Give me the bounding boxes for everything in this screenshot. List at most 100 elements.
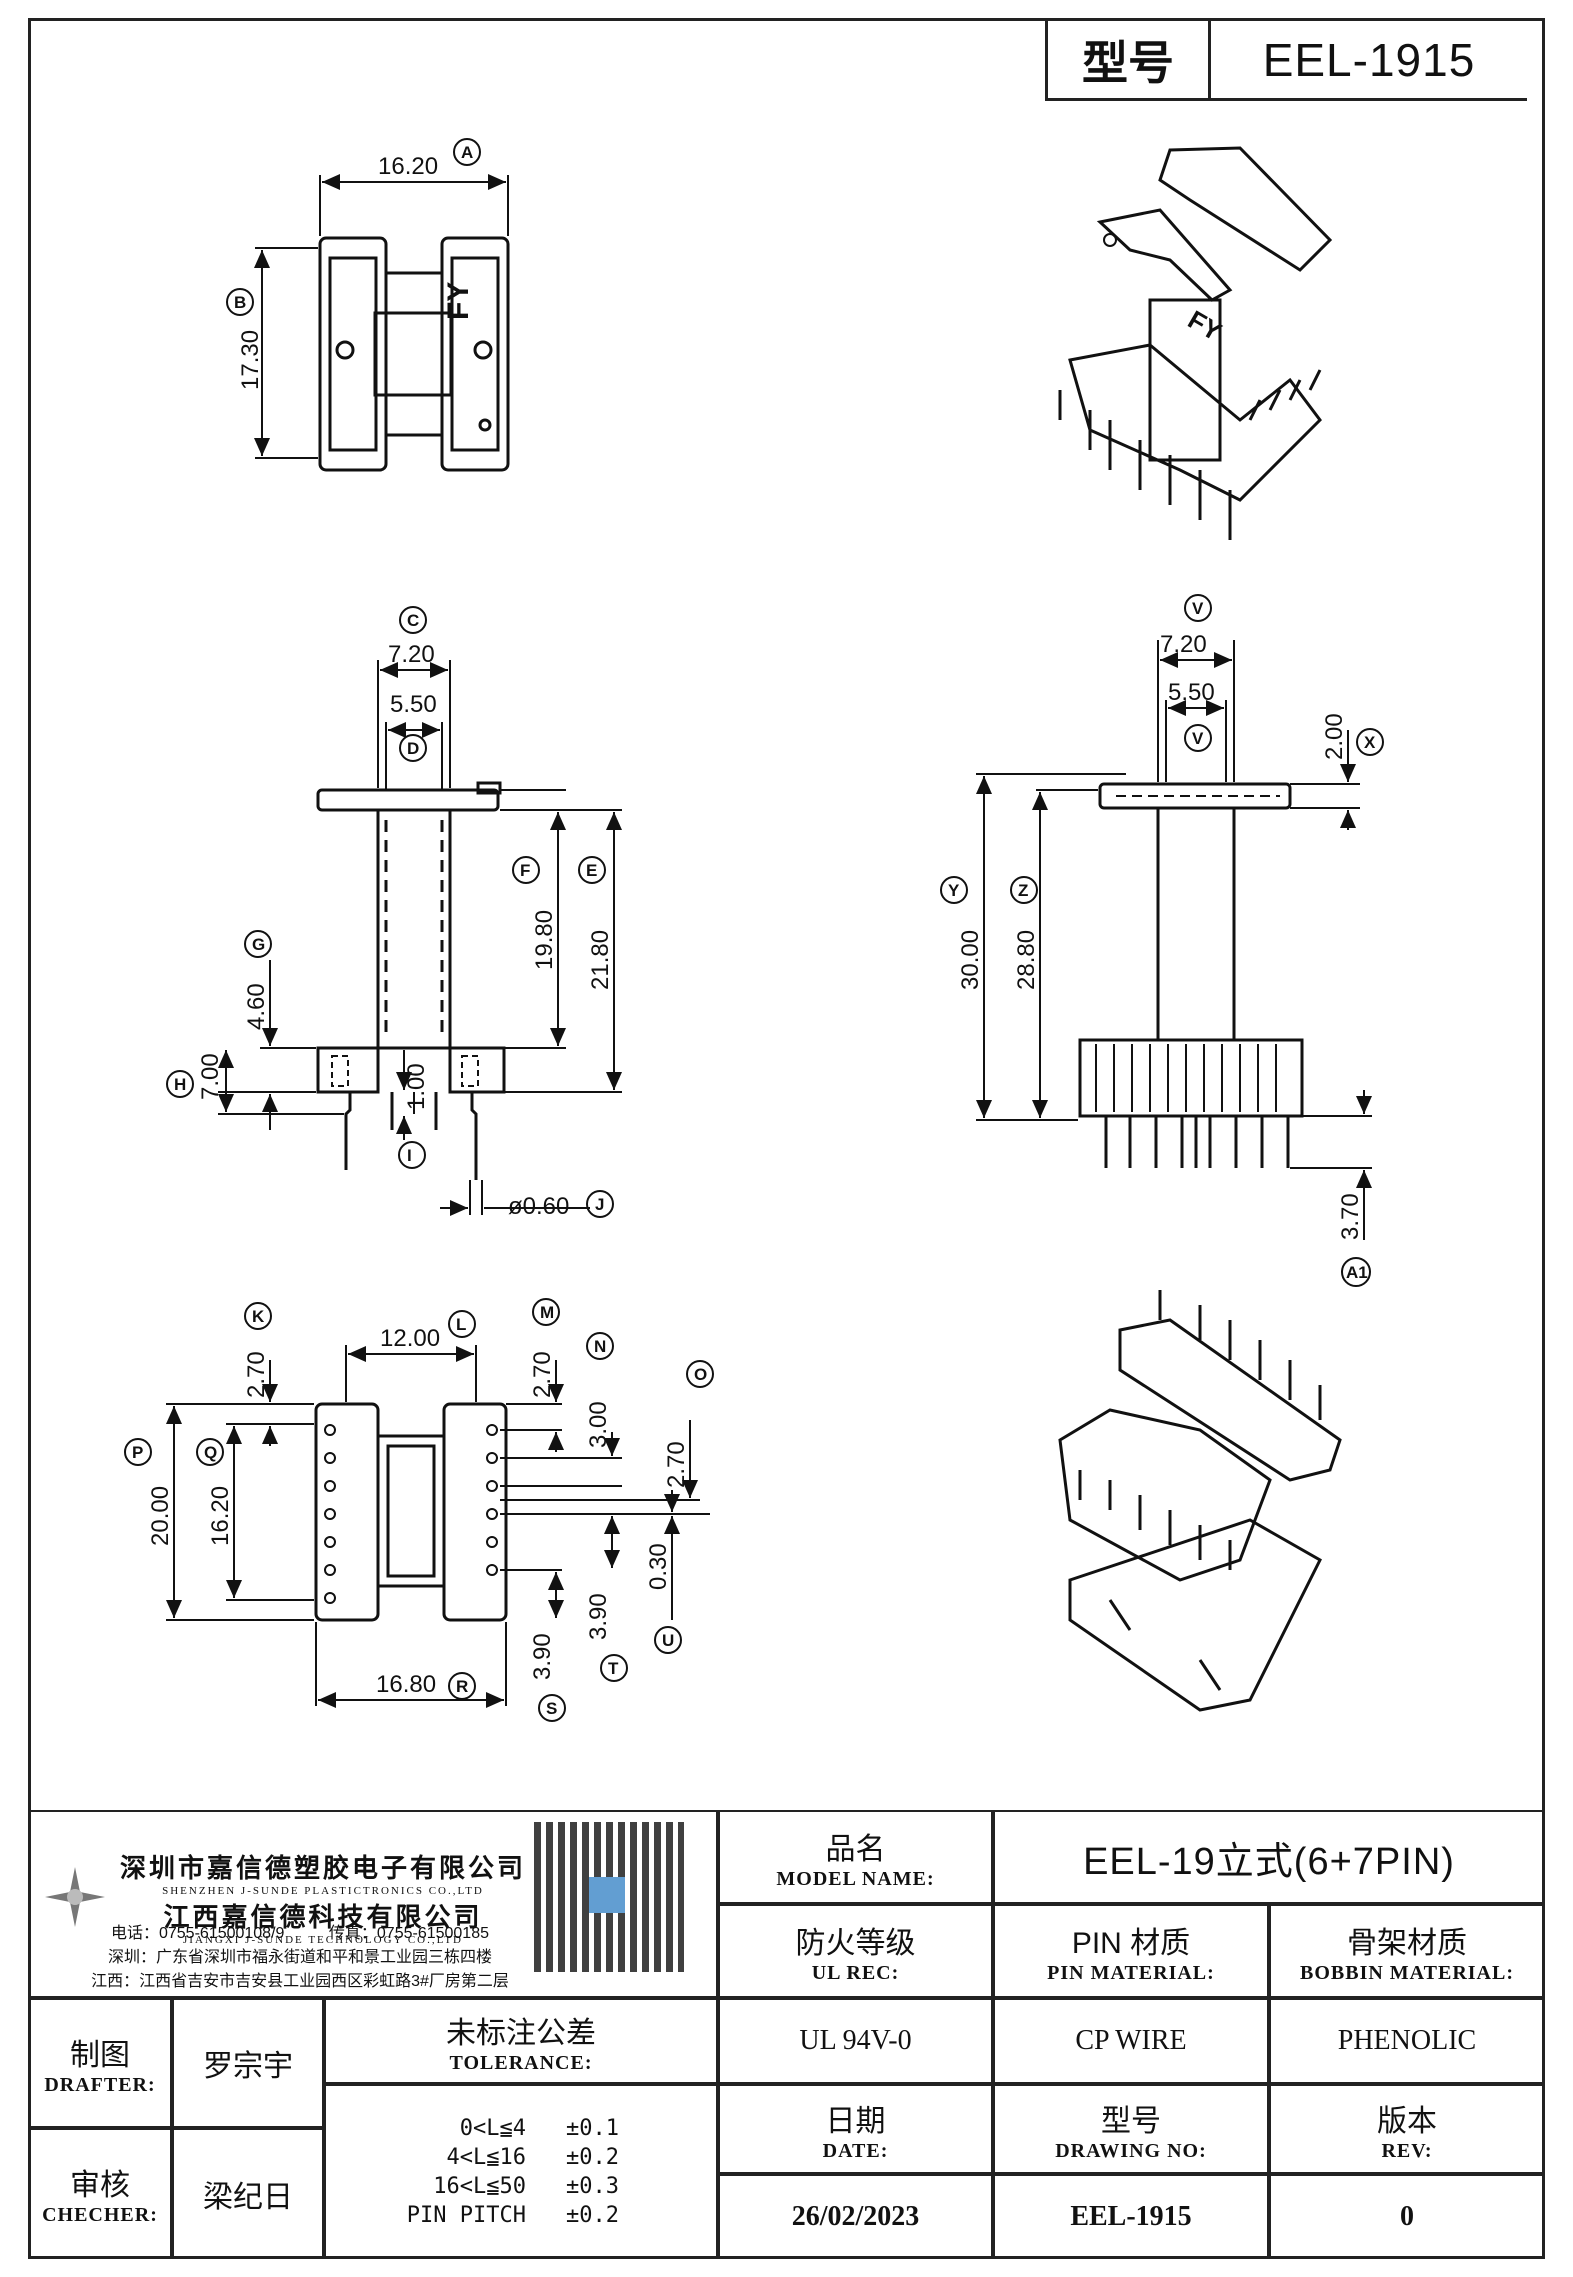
company-block: 深圳市嘉信德塑胶电子有限公司 SHENZHEN J-SUNDE PLASTICT… <box>28 1810 718 1998</box>
dim-V2: 5.50 <box>1168 679 1215 706</box>
dim-T: 3.90 <box>585 1593 612 1640</box>
dim-C: 7.20 <box>388 641 435 668</box>
dim-Y: 30.00 <box>957 930 984 990</box>
header-value: EEL-1915 <box>1262 33 1476 86</box>
dim-R: 16.80 <box>376 1671 436 1698</box>
bubble-Y: Y <box>948 881 960 900</box>
bubble-A: A <box>461 143 473 162</box>
side-view: 7.20 5.50 V V 30.00 28.80 Y Z 2.00 X 3.7… <box>940 594 1384 1287</box>
dim-A1: 3.70 <box>1337 1193 1364 1240</box>
bubble-I: I <box>407 1146 412 1165</box>
company-logo <box>40 1862 110 1932</box>
bubble-C: C <box>407 611 419 630</box>
dim-P: 20.00 <box>147 1486 174 1546</box>
dim-H: 7.00 <box>197 1053 224 1100</box>
tolerance-range: 4<L≦16 <box>446 2144 526 2170</box>
bubble-T: T <box>608 1659 619 1678</box>
bubble-H: H <box>174 1075 186 1094</box>
tolerance-range: 16<L≦50 <box>433 2173 526 2199</box>
tolerance-value: ±0.1 <box>566 2115 619 2141</box>
dim-S: 3.90 <box>529 1633 556 1680</box>
pin-material-value: CP WIRE <box>993 1998 1269 2084</box>
dim-L: 12.00 <box>380 1325 440 1352</box>
isometric-view-exploded <box>1058 1290 1342 1712</box>
bubble-E: E <box>586 861 597 880</box>
dim-V1: 7.20 <box>1160 631 1207 658</box>
dim-N: 3.00 <box>585 1401 612 1448</box>
bubble-V1: V <box>1192 599 1204 618</box>
tolerance-table: 0<L≦4±0.1 4<L≦16±0.2 16<L≦50±0.3 PIN PIT… <box>324 2084 718 2259</box>
bubble-B: B <box>234 293 246 312</box>
tolerance-value: ±0.2 <box>566 2202 619 2228</box>
dim-E: 21.80 <box>587 930 614 990</box>
company-name-en-2: JIANGXI J-SUNDE TECHNOLOGY CO.,LTD <box>183 1934 463 1946</box>
header-title-box: 型号 EEL-1915 <box>1045 21 1527 101</box>
bubble-U: U <box>662 1631 674 1650</box>
isometric-view-assembled: FY <box>1058 146 1333 540</box>
bubble-N: N <box>594 1337 606 1356</box>
dim-G: 4.60 <box>243 983 270 1030</box>
dim-D: 5.50 <box>390 691 437 718</box>
tolerance-value: ±0.3 <box>566 2173 619 2199</box>
bubble-K: K <box>252 1307 265 1326</box>
dim-A: 16.20 <box>378 153 438 180</box>
company-name-zh-2: 江西嘉信德科技有限公司 <box>163 1902 483 1932</box>
model-name-value: EEL-19立式(6+7PIN) <box>993 1810 1545 1904</box>
company-address-sz: 深圳：广东省深圳市福永街道和平和景工业园三栋四楼 <box>107 1949 492 1966</box>
rev-value: 0 <box>1269 2174 1545 2259</box>
bubble-L: L <box>456 1315 466 1334</box>
dim-O: 2.70 <box>663 1441 690 1488</box>
dim-U: 0.30 <box>645 1543 672 1590</box>
bubble-R: R <box>456 1677 468 1696</box>
bottom-view: 12.00 L 16.80 R 20.00 P 16.20 Q 2.70 K 2… <box>124 1298 714 1722</box>
bubble-O: O <box>694 1365 707 1384</box>
company-address-jx: 江西：江西省吉安市吉安县工业园西区彩虹路3#厂房第二层 <box>91 1973 509 1990</box>
top-view: FY 16.20 17.30 A B <box>226 138 510 472</box>
dim-I: 1.00 <box>403 1063 430 1110</box>
dim-Q: 16.20 <box>207 1486 234 1546</box>
tolerance-range: 0<L≦4 <box>459 2115 526 2141</box>
bubble-S: S <box>546 1699 557 1718</box>
bubble-F: F <box>520 861 530 880</box>
company-name-zh-1: 深圳市嘉信德塑胶电子有限公司 <box>120 1853 527 1883</box>
bubble-G: G <box>252 935 265 954</box>
dim-M: 2.70 <box>529 1351 556 1398</box>
company-name-en-1: SHENZHEN J-SUNDE PLASTICTRONICS CO.,LTD <box>162 1885 484 1897</box>
dim-F: 19.80 <box>531 910 558 970</box>
technical-drawing: FY 16.20 17.30 A B 7.20 5.50 <box>124 138 1384 1722</box>
qr-code-icon <box>534 1822 685 1972</box>
tolerance-value: ±0.2 <box>566 2144 619 2170</box>
bubble-X: X <box>1364 733 1376 752</box>
bubble-P: P <box>132 1443 143 1462</box>
checker-name: 梁纪日 <box>172 2128 324 2259</box>
drafter-name: 罗宗宇 <box>172 1998 324 2128</box>
company-fax: 传真：0755-61500185 <box>328 1925 490 1942</box>
bubble-Z: Z <box>1018 881 1028 900</box>
bubble-M: M <box>540 1303 554 1322</box>
date-value: 26/02/2023 <box>718 2174 993 2259</box>
bobbin-material-value: PHENOLIC <box>1269 1998 1545 2084</box>
bubble-J: J <box>595 1195 604 1214</box>
drawing-no-value: EEL-1915 <box>993 2174 1269 2259</box>
dim-J: ø0.60 <box>508 1193 569 1220</box>
dim-X: 2.00 <box>1321 713 1348 760</box>
bubble-V2: V <box>1192 729 1204 748</box>
bubble-D: D <box>407 739 419 758</box>
dim-K: 2.70 <box>243 1351 270 1398</box>
ul-rec-value: UL 94V-0 <box>718 1998 993 2084</box>
top-view-marking: FY <box>442 282 475 320</box>
header-label: 型号 <box>1048 21 1211 98</box>
bubble-A1: A1 <box>1346 1263 1368 1282</box>
front-view: 7.20 5.50 C D 19.80 21.80 F E 4.60 7.00 … <box>166 606 622 1220</box>
dim-Z: 28.80 <box>1013 930 1040 990</box>
